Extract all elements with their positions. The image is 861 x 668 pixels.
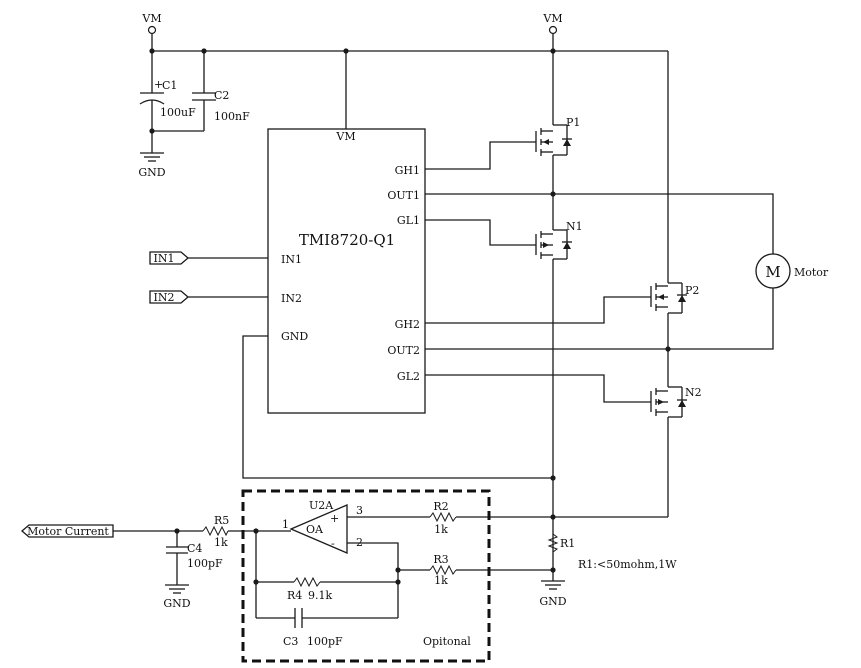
- feedback-network: R4 9.1k C3 100pF: [228, 528, 398, 648]
- opamp-plus: +: [330, 512, 339, 525]
- opamp-body-label: OA: [306, 523, 324, 536]
- pin-gh2: GH2: [395, 318, 420, 331]
- p1-label: P1: [566, 116, 580, 129]
- c3-ref: C3: [283, 635, 298, 648]
- input-connector-in2: IN2: [149, 290, 268, 304]
- resistor-r2: R2 1k: [347, 500, 553, 536]
- c1-ref: C1: [162, 79, 177, 92]
- wire-gh2: [425, 296, 651, 324]
- motor-label: Motor: [794, 266, 829, 279]
- gnd-label-caps: GND: [138, 166, 165, 179]
- wire-chip-gnd: [242, 335, 553, 479]
- ground-symbol-r1: GND: [539, 567, 567, 608]
- gnd-label-c4: GND: [163, 597, 190, 610]
- input-connector-in1: IN1: [149, 251, 268, 265]
- mosfet-p1: P1: [535, 116, 580, 156]
- in2-label: IN2: [154, 291, 175, 304]
- c1-value: 100uF: [160, 106, 196, 119]
- ground-symbol-caps: GND: [138, 152, 166, 179]
- motor: M Motor: [755, 253, 829, 289]
- vm-terminal-left: VM: [141, 12, 162, 51]
- r4-ref: R4: [287, 589, 302, 602]
- motor-symbol: M: [765, 263, 780, 281]
- capacitor-c4: C4 100pF: [166, 531, 223, 585]
- wire-gh1: [425, 141, 536, 170]
- c4-ref: C4: [187, 542, 202, 555]
- wire-opamp-inv: [347, 542, 399, 618]
- bridge-left-column: [550, 51, 556, 581]
- r5-ref: R5: [214, 514, 229, 527]
- c1-polarity: +: [154, 78, 163, 91]
- opamp-u2a: OA + - U2A 1 3 2: [282, 499, 401, 618]
- n2-label: N2: [685, 386, 702, 399]
- opamp-minus: -: [331, 537, 335, 550]
- gnd-label-r1: GND: [539, 595, 566, 608]
- mosfet-n2: N2: [650, 386, 702, 418]
- pin-gl1: GL1: [397, 214, 420, 227]
- vm-label-right: VM: [542, 12, 562, 25]
- p2-label: P2: [685, 284, 699, 297]
- vm-terminal-right: VM: [542, 12, 563, 51]
- wire-gl1: [425, 219, 536, 246]
- c3-value: 100pF: [307, 635, 343, 648]
- chip-name: TMI8720-Q1: [299, 231, 395, 249]
- c4-value: 100pF: [187, 557, 223, 570]
- pin-gh1: GH1: [395, 164, 420, 177]
- r4-value: 9.1k: [308, 589, 332, 602]
- optional-region: Opitonal: [241, 489, 491, 663]
- pin-gl2: GL2: [397, 370, 420, 383]
- capacitor-c1: + C1 100uF: [139, 51, 196, 153]
- motor-current-connector: Motor Current: [21, 524, 114, 538]
- driver-chip: TMI8720-Q1 VM GH1 OUT1 GL1 IN1 IN2 GND G…: [267, 51, 426, 414]
- motor-current-label: Motor Current: [27, 525, 109, 538]
- pin-gnd: GND: [281, 330, 308, 343]
- r3-value: 1k: [434, 574, 448, 587]
- pin-vm: VM: [335, 130, 355, 143]
- c2-ref: C2: [214, 89, 229, 102]
- vm-label-left: VM: [141, 12, 161, 25]
- wire-out2: [425, 288, 774, 350]
- r2-ref: R2: [433, 500, 448, 513]
- r1-note: R1:<50mohm,1W: [578, 558, 677, 571]
- in1-label: IN1: [154, 252, 175, 265]
- optional-label: Opitonal: [423, 635, 471, 648]
- opamp-ref: U2A: [309, 499, 334, 512]
- resistor-r3: R3 1k: [398, 553, 553, 587]
- wire-out1: [425, 193, 774, 254]
- r3-ref: R3: [433, 553, 448, 566]
- pin-in1: IN1: [281, 253, 302, 266]
- wire-gl2: [425, 374, 651, 403]
- resistor-r5: R5 1k: [113, 514, 229, 549]
- opamp-pin3: 3: [356, 504, 363, 517]
- pin-out2: OUT2: [387, 344, 420, 357]
- r1-ref: R1: [560, 537, 575, 550]
- mosfet-n1: N1: [535, 220, 583, 260]
- r2-value: 1k: [434, 523, 448, 536]
- r5-value: 1k: [214, 536, 228, 549]
- capacitor-c2: C2 100nF: [149, 51, 250, 134]
- pin-out1: OUT1: [387, 189, 420, 202]
- ground-symbol-c4: GND: [163, 584, 191, 610]
- bridge-right-column: [553, 51, 671, 518]
- opamp-pin1: 1: [282, 518, 289, 531]
- resistor-r1: R1 R1:<50mohm,1W: [547, 533, 677, 571]
- mosfet-p2: P2: [650, 282, 699, 314]
- pin-in2: IN2: [281, 292, 302, 305]
- vm-rail: [149, 48, 668, 54]
- n1-label: N1: [566, 220, 583, 233]
- c2-value: 100nF: [214, 110, 250, 123]
